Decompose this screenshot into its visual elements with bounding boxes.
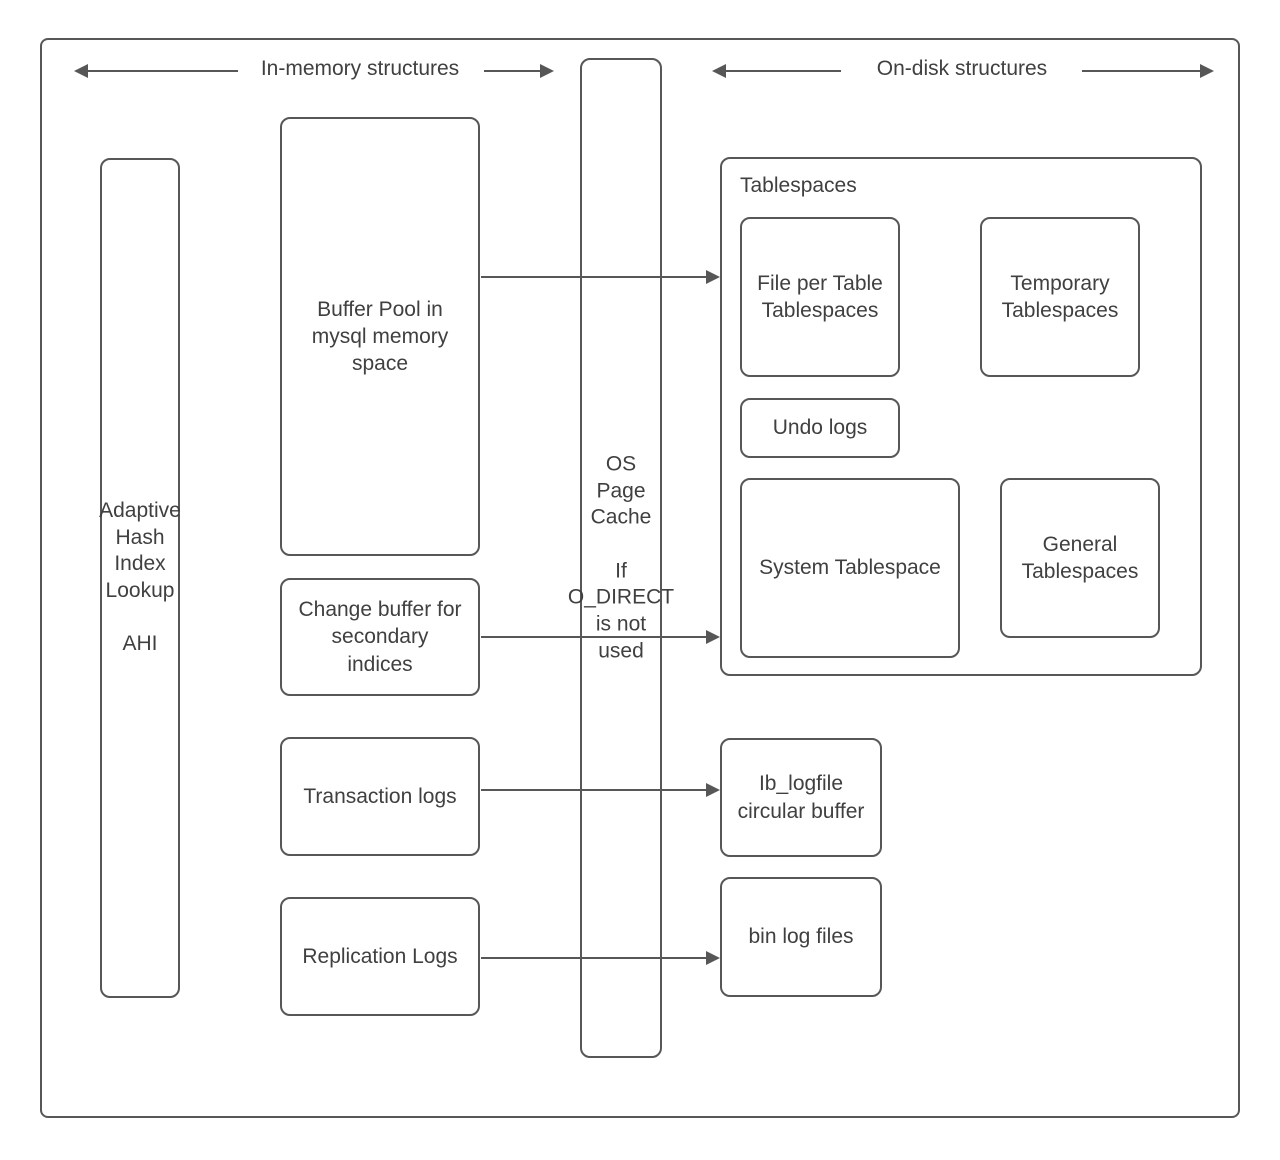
- node-undo-logs: Undo logs: [740, 398, 900, 458]
- change-buffer-label: Change buffer for secondary indices: [298, 598, 462, 676]
- node-os-page-cache: OS Page Cache If O_DIRECT is not used: [568, 58, 674, 1058]
- node-system-tablespace: System Tablespace: [740, 478, 960, 658]
- replication-logs-label: Replication Logs: [302, 944, 458, 968]
- node-transaction-logs: Transaction logs: [280, 737, 480, 856]
- on-disk-structures-label: On-disk structures: [876, 57, 1048, 80]
- on-disk-right-arrow: [1082, 64, 1214, 78]
- node-change-buffer: Change buffer for secondary indices: [280, 578, 480, 696]
- adaptive-hash-index-label: Adaptive Hash Index Lookup AHI: [99, 499, 181, 656]
- edge-buffer-pool-to-tablespaces: [481, 270, 720, 284]
- ib-logfile-label: Ib_logfile circular buffer: [737, 772, 865, 823]
- bin-log-files-label: bin log files: [748, 925, 854, 949]
- on-disk-left-arrow: [712, 64, 841, 78]
- node-general-tablespaces: General Tablespaces: [1000, 478, 1160, 638]
- undo-logs-label: Undo logs: [772, 416, 868, 440]
- general-tablespaces-label: General Tablespaces: [1021, 532, 1139, 583]
- transaction-logs-label: Transaction logs: [303, 784, 457, 808]
- node-buffer-pool: Buffer Pool in mysql memory space: [280, 117, 480, 556]
- temporary-tablespaces-label: Temporary Tablespaces: [1001, 271, 1119, 322]
- os-page-cache-label: OS Page Cache If O_DIRECT is not used: [567, 452, 675, 662]
- node-ib-logfile: Ib_logfile circular buffer: [720, 738, 882, 857]
- edge-transaction-logs-to-ib-logfile: [481, 783, 720, 797]
- system-tablespace-label: System Tablespace: [759, 556, 941, 580]
- node-adaptive-hash-index: Adaptive Hash Index Lookup AHI: [99, 158, 181, 998]
- node-file-per-table-tablespaces: File per Table Tablespaces: [740, 217, 900, 377]
- tablespaces-group-label: Tablespaces: [740, 174, 857, 197]
- edge-replication-logs-to-bin-log-files: [481, 951, 720, 965]
- buffer-pool-label: Buffer Pool in mysql memory space: [311, 297, 449, 376]
- file-per-table-tablespaces-label: File per Table Tablespaces: [757, 271, 883, 322]
- in-memory-left-arrow: [74, 64, 238, 78]
- in-memory-structures-label: In-memory structures: [260, 57, 460, 80]
- node-temporary-tablespaces: Temporary Tablespaces: [980, 217, 1140, 377]
- node-bin-log-files: bin log files: [720, 877, 882, 997]
- edge-change-buffer-to-tablespaces: [481, 630, 720, 644]
- in-memory-right-arrow: [484, 64, 554, 78]
- node-replication-logs: Replication Logs: [280, 897, 480, 1016]
